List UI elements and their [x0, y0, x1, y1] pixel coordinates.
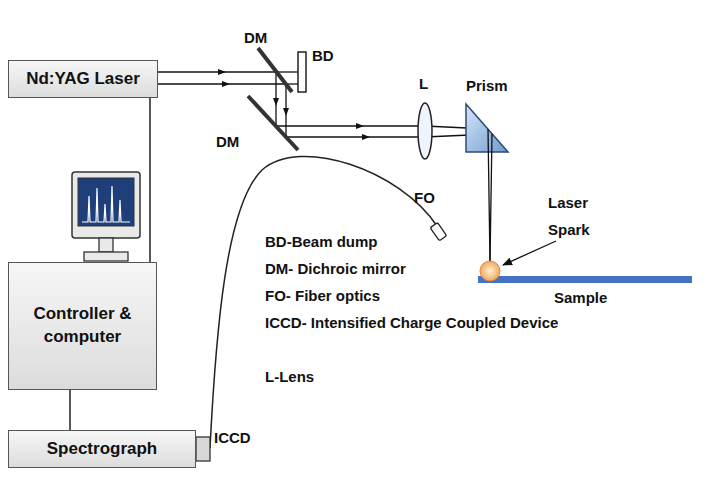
abbreviation-note: DM- Dichroic mirror: [265, 255, 406, 282]
part-label: L: [419, 70, 428, 97]
spectrum-trace: [82, 186, 130, 222]
part-label: Laser Spark: [548, 189, 612, 243]
connector-line: [149, 98, 151, 262]
laser-beam: [158, 83, 286, 84]
dichroic-mirror: [248, 96, 298, 150]
part-label: FO: [414, 184, 435, 211]
laser-beam: [285, 84, 286, 137]
fiber-probe: [430, 223, 447, 241]
monitor: [72, 172, 140, 238]
spectrograph-box: Spectrograph: [8, 430, 196, 468]
part-label: DM: [216, 128, 239, 155]
laser-beam: [275, 72, 276, 126]
part-label: BD: [312, 42, 334, 69]
leader-arrow: [503, 241, 556, 265]
box-text: Nd:YAG Laser: [26, 68, 140, 91]
laser-box: Nd:YAG Laser: [8, 60, 158, 98]
controller-box: Controller & computer: [8, 262, 157, 390]
sample-plate: [478, 276, 692, 283]
abbreviation-note: ICCD- Intensified Charge Coupled Device: [265, 309, 565, 336]
dichroic-mirror: [258, 48, 292, 92]
part-label: Sample: [554, 284, 607, 311]
laser-beam: [286, 136, 425, 137]
box-text: Controller & computer: [15, 303, 150, 349]
connector-line: [69, 390, 71, 430]
laser-spark: [480, 261, 500, 281]
abbreviation-note: L-Lens: [265, 363, 314, 390]
monitor-stand: [99, 238, 113, 252]
iccd-detector: [196, 437, 210, 461]
prism: [466, 104, 508, 152]
laser-beam: [158, 71, 276, 72]
part-label: ICCD: [214, 424, 251, 451]
part-label: DM: [244, 24, 267, 51]
part-label: Prism: [466, 72, 508, 99]
beam-dump: [298, 52, 306, 92]
laser-beam: [276, 125, 425, 126]
abbreviation-note: BD-Beam dump: [265, 228, 378, 255]
laser-beam: [490, 134, 492, 262]
abbreviation-note: FO- Fiber optics: [265, 282, 380, 309]
monitor-base: [84, 252, 128, 261]
monitor-screen: [78, 178, 134, 226]
lens: [418, 103, 432, 159]
fiber-optic: [210, 156, 437, 448]
box-text: Spectrograph: [47, 438, 158, 461]
